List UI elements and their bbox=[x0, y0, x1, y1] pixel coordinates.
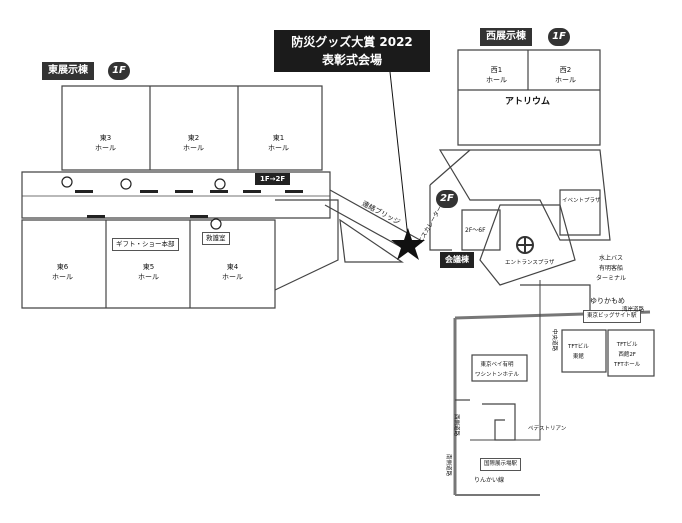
floor-2f-badge: 2F bbox=[436, 190, 458, 208]
west-road-label: 西側道路 bbox=[453, 413, 460, 437]
title-line2: 表彰式会場 bbox=[321, 53, 382, 67]
east-upper-halls-outline bbox=[61, 85, 323, 171]
pedestrian-label: ペデストリアン bbox=[528, 426, 567, 432]
tft-east-label: TFTビル東館 bbox=[568, 344, 589, 360]
event-plaza-label: イベントプラザ bbox=[562, 198, 601, 204]
east-floor-badge: 1F bbox=[108, 62, 130, 80]
venue-star-icon bbox=[391, 228, 425, 260]
bigsight-station-label: 東京ビッグサイト駅 bbox=[583, 310, 641, 323]
east-road-label: 湾岸道路 bbox=[622, 307, 645, 313]
office-label: 救護室 bbox=[202, 232, 230, 245]
pointer-line bbox=[389, 71, 409, 239]
entrance-plaza-label: エントランスプラザ bbox=[505, 260, 555, 266]
gift-show-hq: ギフト・ショー本部 bbox=[112, 238, 179, 251]
east-lower-halls-outline bbox=[21, 219, 276, 309]
west-floor-badge: 1F bbox=[548, 28, 570, 46]
west-building-tag: 西展示棟 bbox=[480, 28, 532, 46]
yurikamome-label: ゆりかもめ bbox=[590, 297, 625, 305]
floor-change-label: 1F→2F bbox=[255, 173, 291, 185]
water-bus-label: 水上バス有明客船ターミナル bbox=[596, 255, 627, 282]
east-building-tag: 東展示棟 bbox=[42, 62, 94, 80]
south-road-label: 南側道路 bbox=[445, 453, 452, 477]
plaza-cross-icon bbox=[516, 236, 534, 254]
atrium-label: アトリウム bbox=[505, 97, 551, 107]
conference-floor: 2F〜6F bbox=[465, 227, 486, 234]
kokusai-station-label: 国際展示場駅 bbox=[480, 458, 522, 471]
conference-building: 会議棟 bbox=[440, 252, 474, 268]
rinkai-label: りんかい線 bbox=[474, 477, 505, 484]
west-halls-outline bbox=[457, 49, 601, 146]
title-line1: 防災グッズ大賞 2022 bbox=[291, 35, 413, 49]
event-title: 防災グッズ大賞 2022 表彰式会場 bbox=[274, 30, 430, 72]
central-road-label: 中央道路 bbox=[551, 328, 558, 352]
hotel-label: 東京ベイ有明ワシントンホテル bbox=[475, 362, 520, 378]
